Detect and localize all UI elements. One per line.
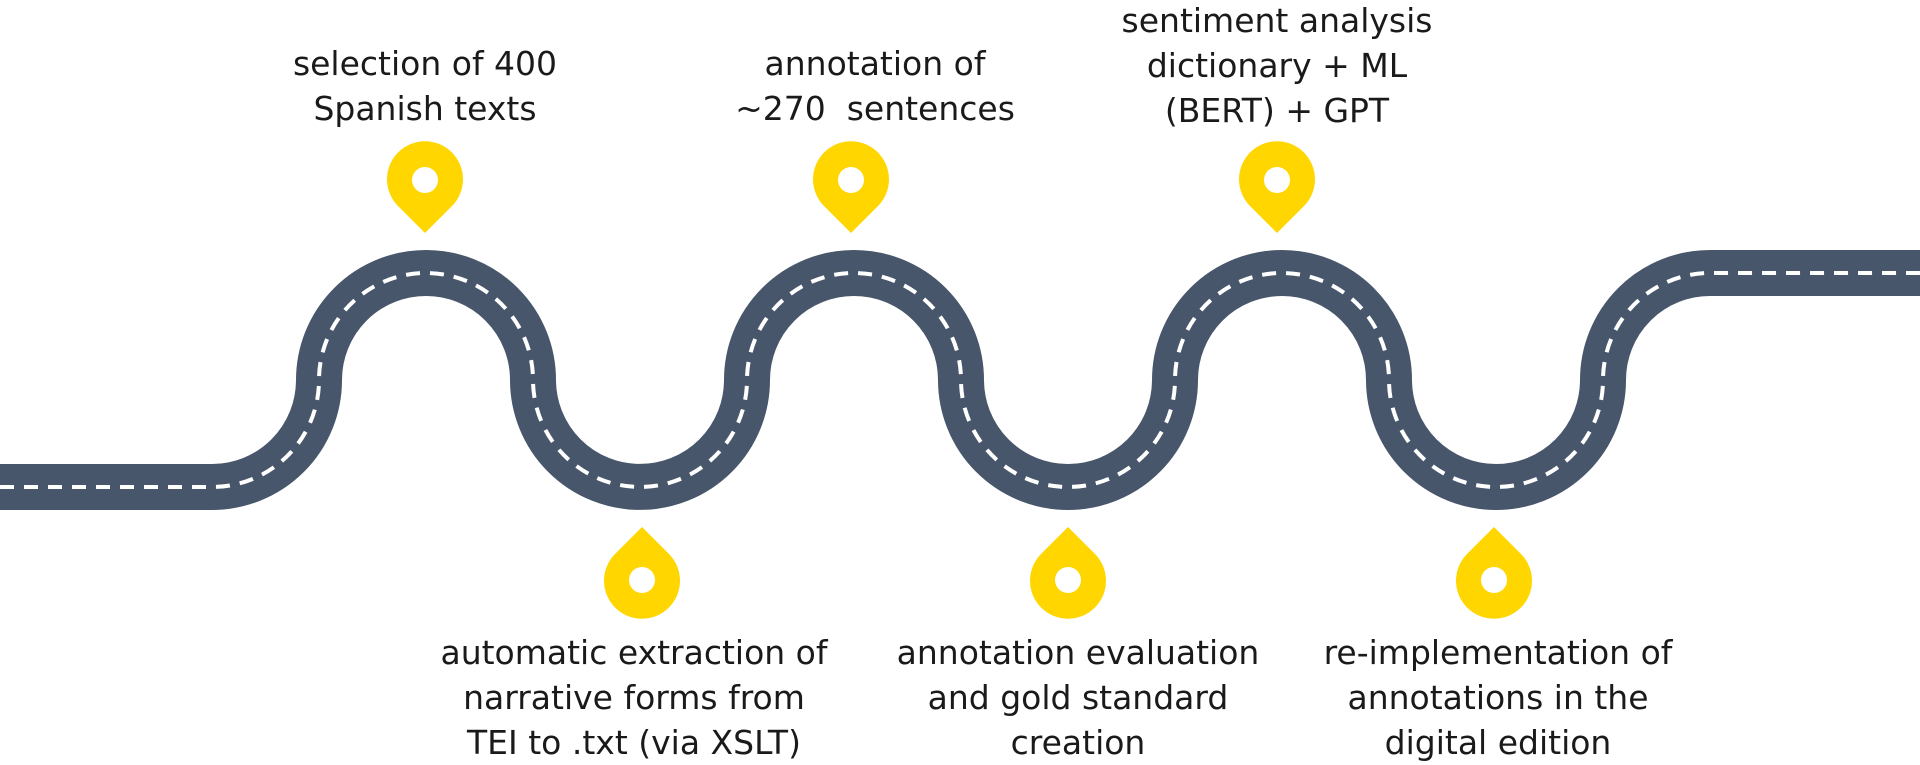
step-label-line: automatic extraction of [440,633,828,672]
step-label-line: and gold standard [927,678,1229,717]
step-label-line: annotation evaluation [896,633,1260,672]
step-label: automatic extraction of narrative forms … [404,630,864,765]
step-label-line: ~270 sentences [735,89,1015,128]
location-pin-icon [387,141,463,233]
step-label-line: dictionary + ML [1146,46,1408,85]
step-label: sentiment analysis dictionary + ML (BERT… [1047,0,1507,133]
winding-road [0,250,1920,510]
step-label-line: selection of 400 [292,44,558,83]
location-pin-icon [813,141,889,233]
location-pin-icon [1239,141,1315,233]
step-label: annotation evaluation and gold standard … [848,630,1308,765]
location-pin-icon [1456,527,1532,619]
step-label-line: narrative forms from [463,678,805,717]
step-label: re-implementation of annotations in the … [1268,630,1728,765]
step-label-line: digital edition [1384,723,1612,762]
step-label-line: annotation of [764,44,986,83]
step-label: annotation of ~270 sentences [645,41,1105,131]
step-label-line: creation [1010,723,1146,762]
location-pin-icon [604,527,680,619]
step-label-line: re-implementation of [1323,633,1673,672]
location-pin-icon [1030,527,1106,619]
step-label-line: sentiment analysis [1121,1,1433,40]
step-label: selection of 400 Spanish texts [195,41,655,131]
step-label-line: Spanish texts [313,89,537,128]
step-label-line: TEI to .txt (via XSLT) [467,723,801,762]
step-label-line: annotations in the [1347,678,1649,717]
step-label-line: (BERT) + GPT [1164,91,1390,130]
